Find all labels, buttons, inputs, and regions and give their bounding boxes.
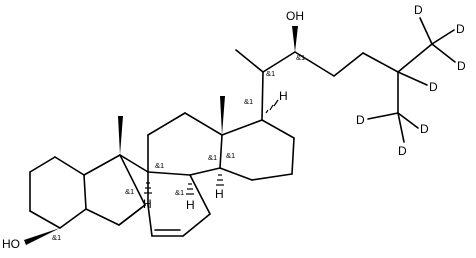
deuterium-bonds bbox=[367, 17, 456, 143]
stereo-c22: &1 bbox=[296, 53, 305, 62]
ring-d bbox=[219, 119, 295, 181]
oh-3-wedge bbox=[24, 228, 60, 245]
deuterium-25-label: D bbox=[429, 80, 438, 94]
deuterium-26b-label: D bbox=[456, 22, 465, 36]
stereo-c3: &1 bbox=[52, 233, 61, 242]
stereo-c13: &1 bbox=[226, 151, 235, 160]
ring-b bbox=[119, 154, 211, 237]
hydrogen-14-label: H bbox=[215, 187, 224, 201]
ring-c bbox=[147, 112, 223, 176]
deuterium-27a-label: D bbox=[420, 122, 429, 136]
deuterium-26c-label: D bbox=[457, 59, 466, 73]
ring-a-left bbox=[29, 156, 87, 229]
deuterium-26a-label: D bbox=[414, 3, 423, 17]
stereo-c17: &1 bbox=[244, 97, 253, 106]
methyl-groups bbox=[118, 96, 225, 155]
stereo-c8: &1 bbox=[175, 188, 184, 197]
stereo-c10: &1 bbox=[125, 187, 134, 196]
hashed-hydrogen-bonds bbox=[144, 99, 279, 195]
hydroxyl-3-label: HO bbox=[2, 237, 20, 251]
deuterium-27c-label: D bbox=[398, 144, 407, 158]
hydrogen-9-label: H bbox=[186, 198, 195, 212]
side-chain bbox=[235, 43, 433, 121]
stereo-c20: &1 bbox=[266, 69, 275, 78]
hydrogen-17-label: H bbox=[279, 89, 288, 103]
hydroxyl-22-label: OH bbox=[286, 9, 304, 23]
deuterium-27b-label: D bbox=[356, 113, 365, 127]
ring-a bbox=[83, 154, 146, 226]
oh-22-wedge bbox=[292, 26, 298, 52]
stereo-c14: &1 bbox=[208, 153, 217, 162]
stereo-c9: &1 bbox=[155, 161, 164, 170]
hydrogen-8-label: H bbox=[143, 197, 152, 211]
